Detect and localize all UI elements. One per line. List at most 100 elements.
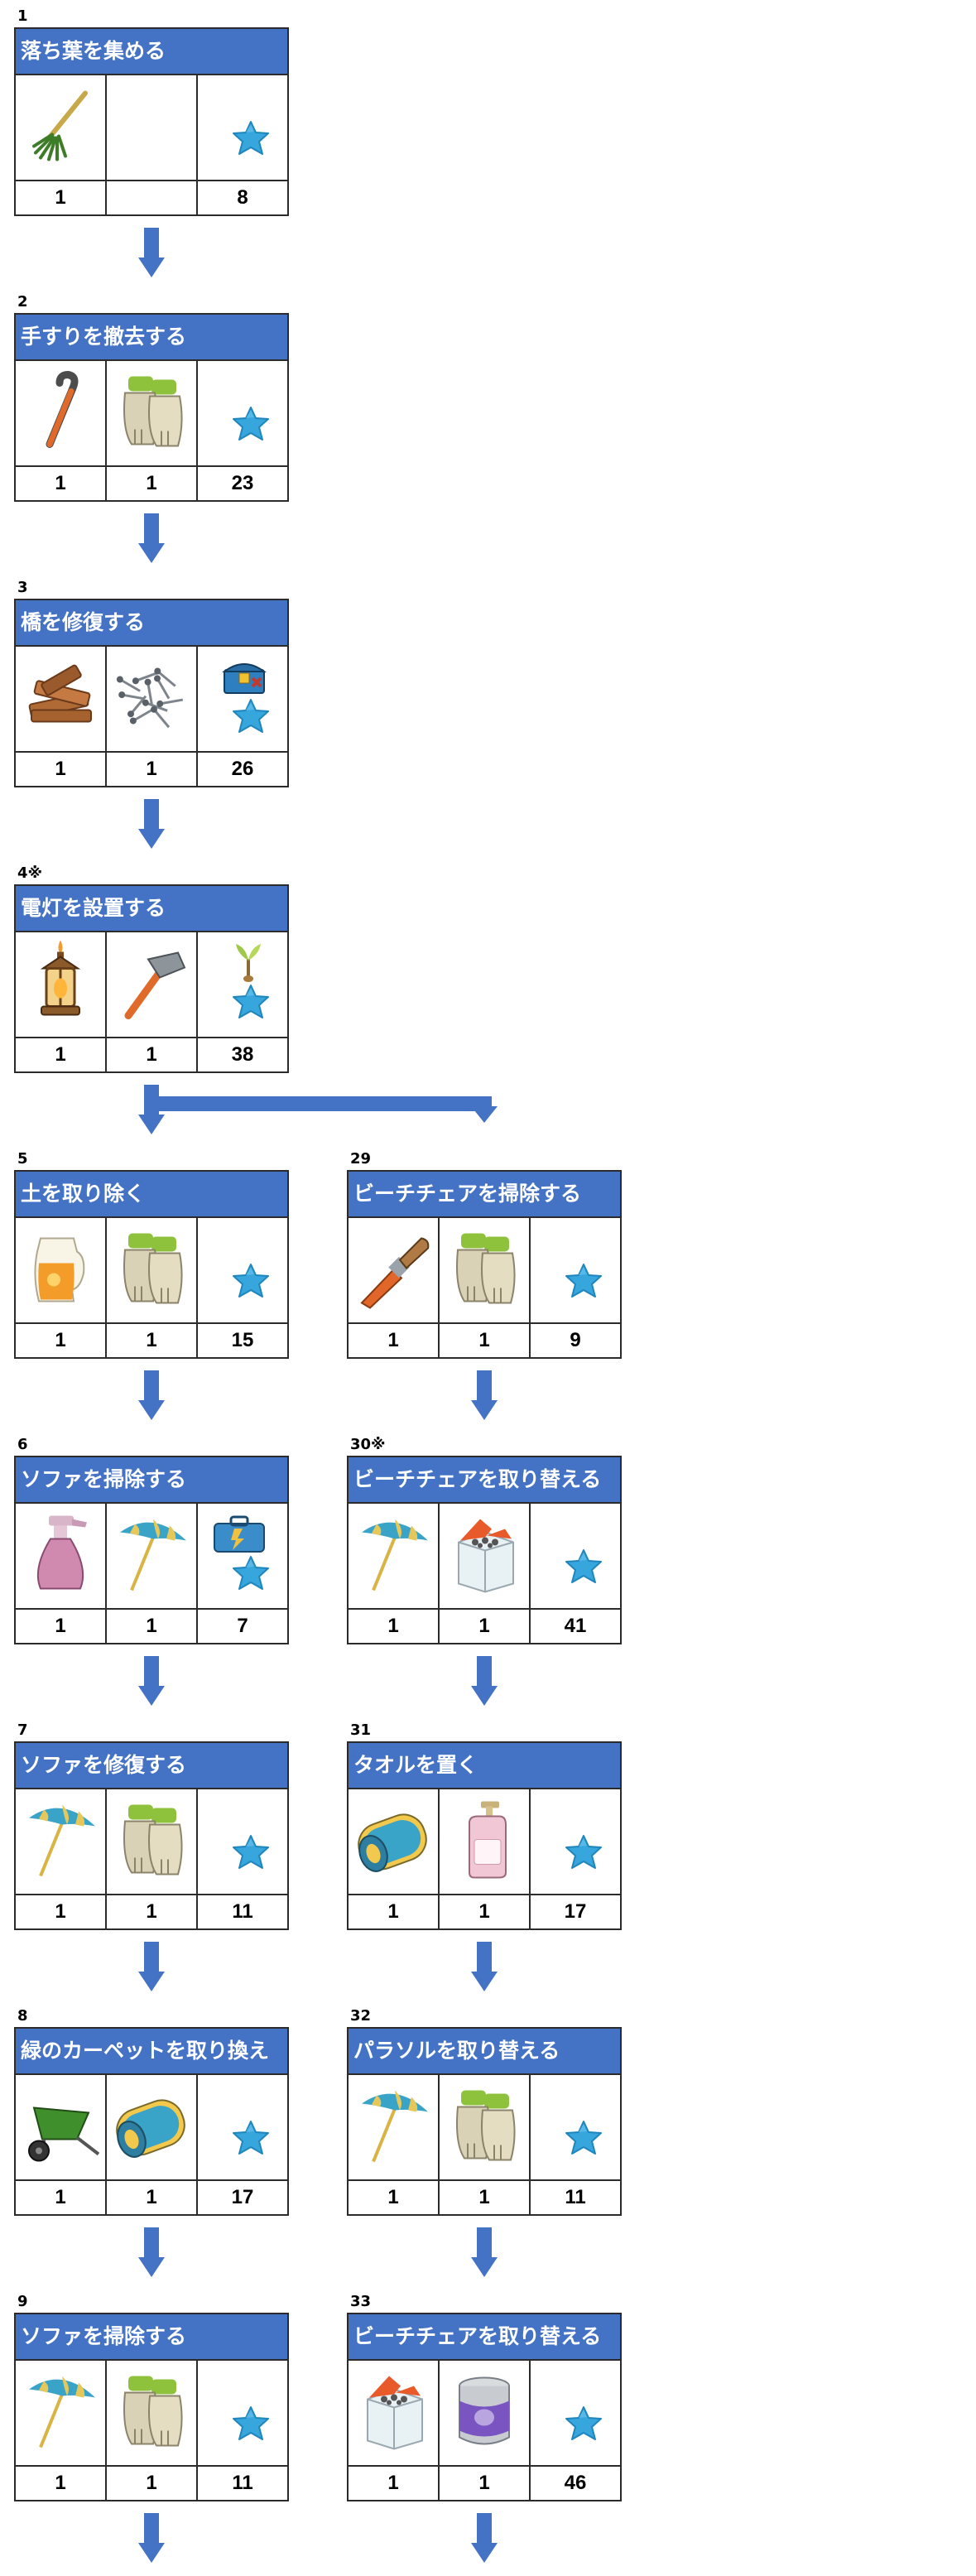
lantern-icon xyxy=(31,937,89,1033)
star-icon xyxy=(231,1554,271,1596)
requirement-qty: 1 xyxy=(440,1324,531,1359)
step-title: タオルを置く xyxy=(347,1741,622,1789)
requirement-cell xyxy=(16,1789,107,1895)
step-title: ビーチチェアを取り替える xyxy=(347,1456,622,1504)
reward-value: 8 xyxy=(198,181,289,216)
down-arrow xyxy=(471,2513,498,2563)
requirement-cell xyxy=(16,1504,107,1610)
wood-planks-icon xyxy=(23,664,98,734)
requirement-cell xyxy=(16,1218,107,1324)
requirement-qty xyxy=(107,181,198,216)
requirement-icon-row xyxy=(14,932,289,1038)
quest-step-card: 1 落ち葉を集める 1 8 xyxy=(14,7,289,216)
requirement-icon-row xyxy=(14,2361,289,2467)
requirement-cell xyxy=(16,75,107,181)
requirement-cell xyxy=(107,1504,198,1610)
juice-pitcher-icon xyxy=(26,1227,95,1314)
down-arrow xyxy=(138,799,165,849)
parasol-icon xyxy=(112,1513,191,1600)
requirement-cell xyxy=(107,1789,198,1895)
requirement-qty: 1 xyxy=(16,753,107,787)
requirement-qty: 1 xyxy=(440,1610,531,1644)
requirement-qty: 1 xyxy=(16,1895,107,1930)
reward-cell xyxy=(198,1789,289,1895)
nails-icon xyxy=(113,661,190,738)
requirement-icon-row xyxy=(14,1789,289,1895)
requirement-qty: 1 xyxy=(16,467,107,502)
hammer-icon xyxy=(112,943,191,1027)
down-arrow xyxy=(138,513,165,563)
gloves-icon xyxy=(113,1229,190,1312)
star-icon xyxy=(231,697,271,739)
requirement-icon-row xyxy=(14,75,289,181)
requirement-icon-row xyxy=(347,2075,622,2181)
towel-roll-icon xyxy=(110,2088,193,2167)
requirement-qty: 1 xyxy=(107,1895,198,1930)
reward-value: 38 xyxy=(198,1038,289,1073)
down-arrow xyxy=(138,1370,165,1420)
requirement-qty: 1 xyxy=(107,2181,198,2216)
requirement-cell xyxy=(440,1218,531,1324)
requirement-qty: 1 xyxy=(349,2181,440,2216)
requirement-cell xyxy=(349,1504,440,1610)
requirement-qty: 1 xyxy=(16,181,107,216)
reward-cell xyxy=(198,2361,289,2467)
step-number: 4※ xyxy=(17,864,43,882)
reward-value: 17 xyxy=(198,2181,289,2216)
requirement-qty: 1 xyxy=(349,1610,440,1644)
soap-bottle-icon xyxy=(453,1797,516,1887)
step-number: 29 xyxy=(350,1150,372,1168)
requirement-cell xyxy=(349,1218,440,1324)
parasol-icon xyxy=(21,1798,100,1885)
reward-cell xyxy=(531,2075,622,2181)
step-number: 33 xyxy=(350,2293,372,2310)
reward-value: 26 xyxy=(198,753,289,787)
star-icon xyxy=(564,1262,603,1304)
down-arrow xyxy=(138,2513,165,2563)
requirement-cell xyxy=(440,1504,531,1610)
gloves-icon xyxy=(113,372,190,455)
down-arrow xyxy=(471,1370,498,1420)
step-number: 7 xyxy=(17,1721,28,1739)
paint-can-icon xyxy=(449,2371,520,2455)
star-icon xyxy=(231,1262,271,1304)
requirement-icon-row xyxy=(14,1504,289,1610)
parasol-icon xyxy=(21,2370,100,2457)
step-number: 3 xyxy=(17,579,28,596)
towel-roll-icon xyxy=(352,1803,435,1881)
requirement-cell xyxy=(107,932,198,1038)
requirement-icon-row xyxy=(14,361,289,467)
step-title: 橋を修復する xyxy=(14,599,289,647)
requirement-qty: 1 xyxy=(440,2181,531,2216)
requirement-qty: 1 xyxy=(107,753,198,787)
parasol-icon xyxy=(353,1513,433,1600)
requirement-icon-row xyxy=(347,1218,622,1324)
star-icon xyxy=(231,405,271,447)
star-icon xyxy=(564,1548,603,1590)
requirement-qty: 1 xyxy=(349,2467,440,2501)
requirement-icon-row xyxy=(347,1789,622,1895)
star-icon xyxy=(564,1833,603,1875)
down-arrow xyxy=(138,1085,165,1134)
gloves-icon xyxy=(113,2371,190,2455)
requirement-qty: 1 xyxy=(16,1324,107,1359)
parasol-icon xyxy=(353,2084,433,2171)
reward-cell xyxy=(531,1218,622,1324)
requirement-qty: 1 xyxy=(107,1610,198,1644)
down-arrow xyxy=(138,2227,165,2277)
star-icon xyxy=(231,1833,271,1875)
step-number: 32 xyxy=(350,2007,372,2025)
requirement-cell xyxy=(107,75,198,181)
requirement-icon-row xyxy=(347,2361,622,2467)
requirement-cell xyxy=(107,1218,198,1324)
gloves-icon xyxy=(113,1800,190,1884)
paintbrush-icon xyxy=(352,1227,435,1314)
requirement-qty: 1 xyxy=(349,1895,440,1930)
quantity-row: 1 8 xyxy=(14,181,289,216)
